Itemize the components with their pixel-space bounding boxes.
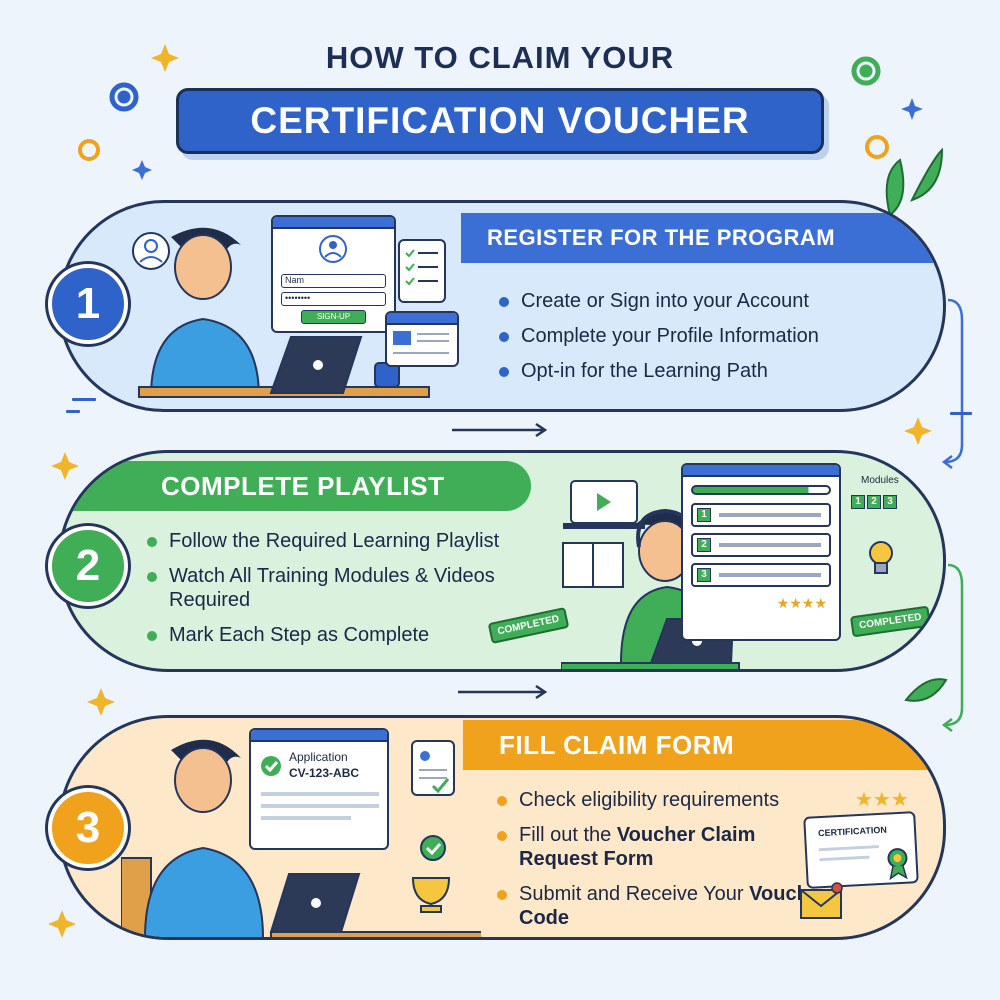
- list-item: Opt-in for the Learning Path: [499, 359, 819, 383]
- certificate-label: CERTIFICATION: [817, 824, 888, 839]
- profile-icon: [319, 235, 347, 263]
- list-item: Fill out the Voucher Claim Request Form: [497, 823, 837, 871]
- dash-decoration: [66, 398, 972, 415]
- step-3-number: 3: [48, 788, 128, 868]
- certificate-card: CERTIFICATION: [803, 811, 919, 889]
- connector-arrow: [452, 422, 548, 700]
- step-2-illustration: [561, 480, 740, 669]
- step-1-number: 1: [48, 264, 128, 344]
- list-item: Create or Sign into your Account: [499, 289, 819, 313]
- list-item: Watch All Training Modules & Videos Requ…: [147, 564, 567, 612]
- lightbulb-icon: [869, 541, 893, 574]
- flow-arrow: [941, 298, 964, 469]
- step-3-list: Check eligibility requirements Fill out …: [497, 788, 837, 937]
- check-circle-icon: [420, 835, 446, 861]
- resume-document-icon: [411, 740, 455, 796]
- step-2-number: 2: [48, 526, 128, 606]
- list-item: Check eligibility requirements: [497, 788, 837, 812]
- step-1-title: REGISTER FOR THE PROGRAM: [461, 213, 943, 263]
- playlist-progress-bar: [691, 485, 831, 495]
- step-1-illustration: [132, 227, 430, 398]
- step-1-panel: REGISTER FOR THE PROGRAM Create or Sign …: [58, 200, 946, 412]
- stars-icon: ★★★: [855, 787, 909, 811]
- step-2-title: COMPLETE PLAYLIST: [61, 461, 531, 511]
- step-1-list: Create or Sign into your Account Complet…: [499, 289, 819, 394]
- sparkle-icon: [132, 98, 923, 180]
- flow-arrow: [941, 563, 964, 732]
- step-3-title: FILL CLAIM FORM: [463, 720, 943, 770]
- application-code: CV-123-ABC: [289, 766, 360, 780]
- checklist-clipboard-icon: [398, 239, 446, 303]
- application-window: Application CV-123-ABC: [249, 728, 389, 850]
- list-item: Mark Each Step as Complete: [147, 623, 567, 647]
- step-2-list: Follow the Required Learning Playlist Wa…: [147, 529, 567, 658]
- module-numbers: 1 2 3: [851, 495, 897, 509]
- module-row[interactable]: 2: [691, 533, 831, 557]
- leaf-icon: [885, 147, 948, 702]
- module-row[interactable]: 3: [691, 563, 831, 587]
- step-3-panel: FILL CLAIM FORM Check eligibility requir…: [58, 715, 946, 940]
- star-rating: ★★★★: [776, 595, 827, 611]
- list-item: Complete your Profile Information: [499, 324, 819, 348]
- gear-icon: [109, 82, 139, 112]
- svg-text:★★★: ★★★: [855, 787, 909, 811]
- password-field[interactable]: ••••••••: [281, 292, 386, 306]
- award-ribbon-icon: [887, 848, 908, 881]
- page-title-banner: CERTIFICATION VOUCHER: [176, 88, 824, 154]
- module-row[interactable]: 1: [691, 503, 831, 527]
- playlist-window: 1 2 3 ★★★★: [681, 463, 841, 641]
- trophy-icon: [411, 877, 451, 906]
- check-circle-icon: [261, 756, 281, 776]
- list-item: Submit and Receive Your Voucher Code: [497, 882, 837, 930]
- list-item: Follow the Required Learning Playlist: [147, 529, 567, 553]
- name-field[interactable]: Nam: [281, 274, 386, 288]
- gear-icon: [851, 56, 881, 86]
- page-title-top: HOW TO CLAIM YOUR: [325, 40, 675, 75]
- step-3-illustration: [121, 739, 481, 937]
- signup-button[interactable]: SIGN-UP: [301, 310, 366, 324]
- signup-window: Nam •••••••• SIGN-UP: [271, 215, 396, 333]
- modules-label: Modules: [861, 475, 899, 486]
- step-2-panel: COMPLETE PLAYLIST Follow the Required Le…: [58, 450, 946, 672]
- profile-card-window: [385, 311, 459, 367]
- application-label: Application: [289, 750, 348, 764]
- envelope-icon: [800, 882, 843, 919]
